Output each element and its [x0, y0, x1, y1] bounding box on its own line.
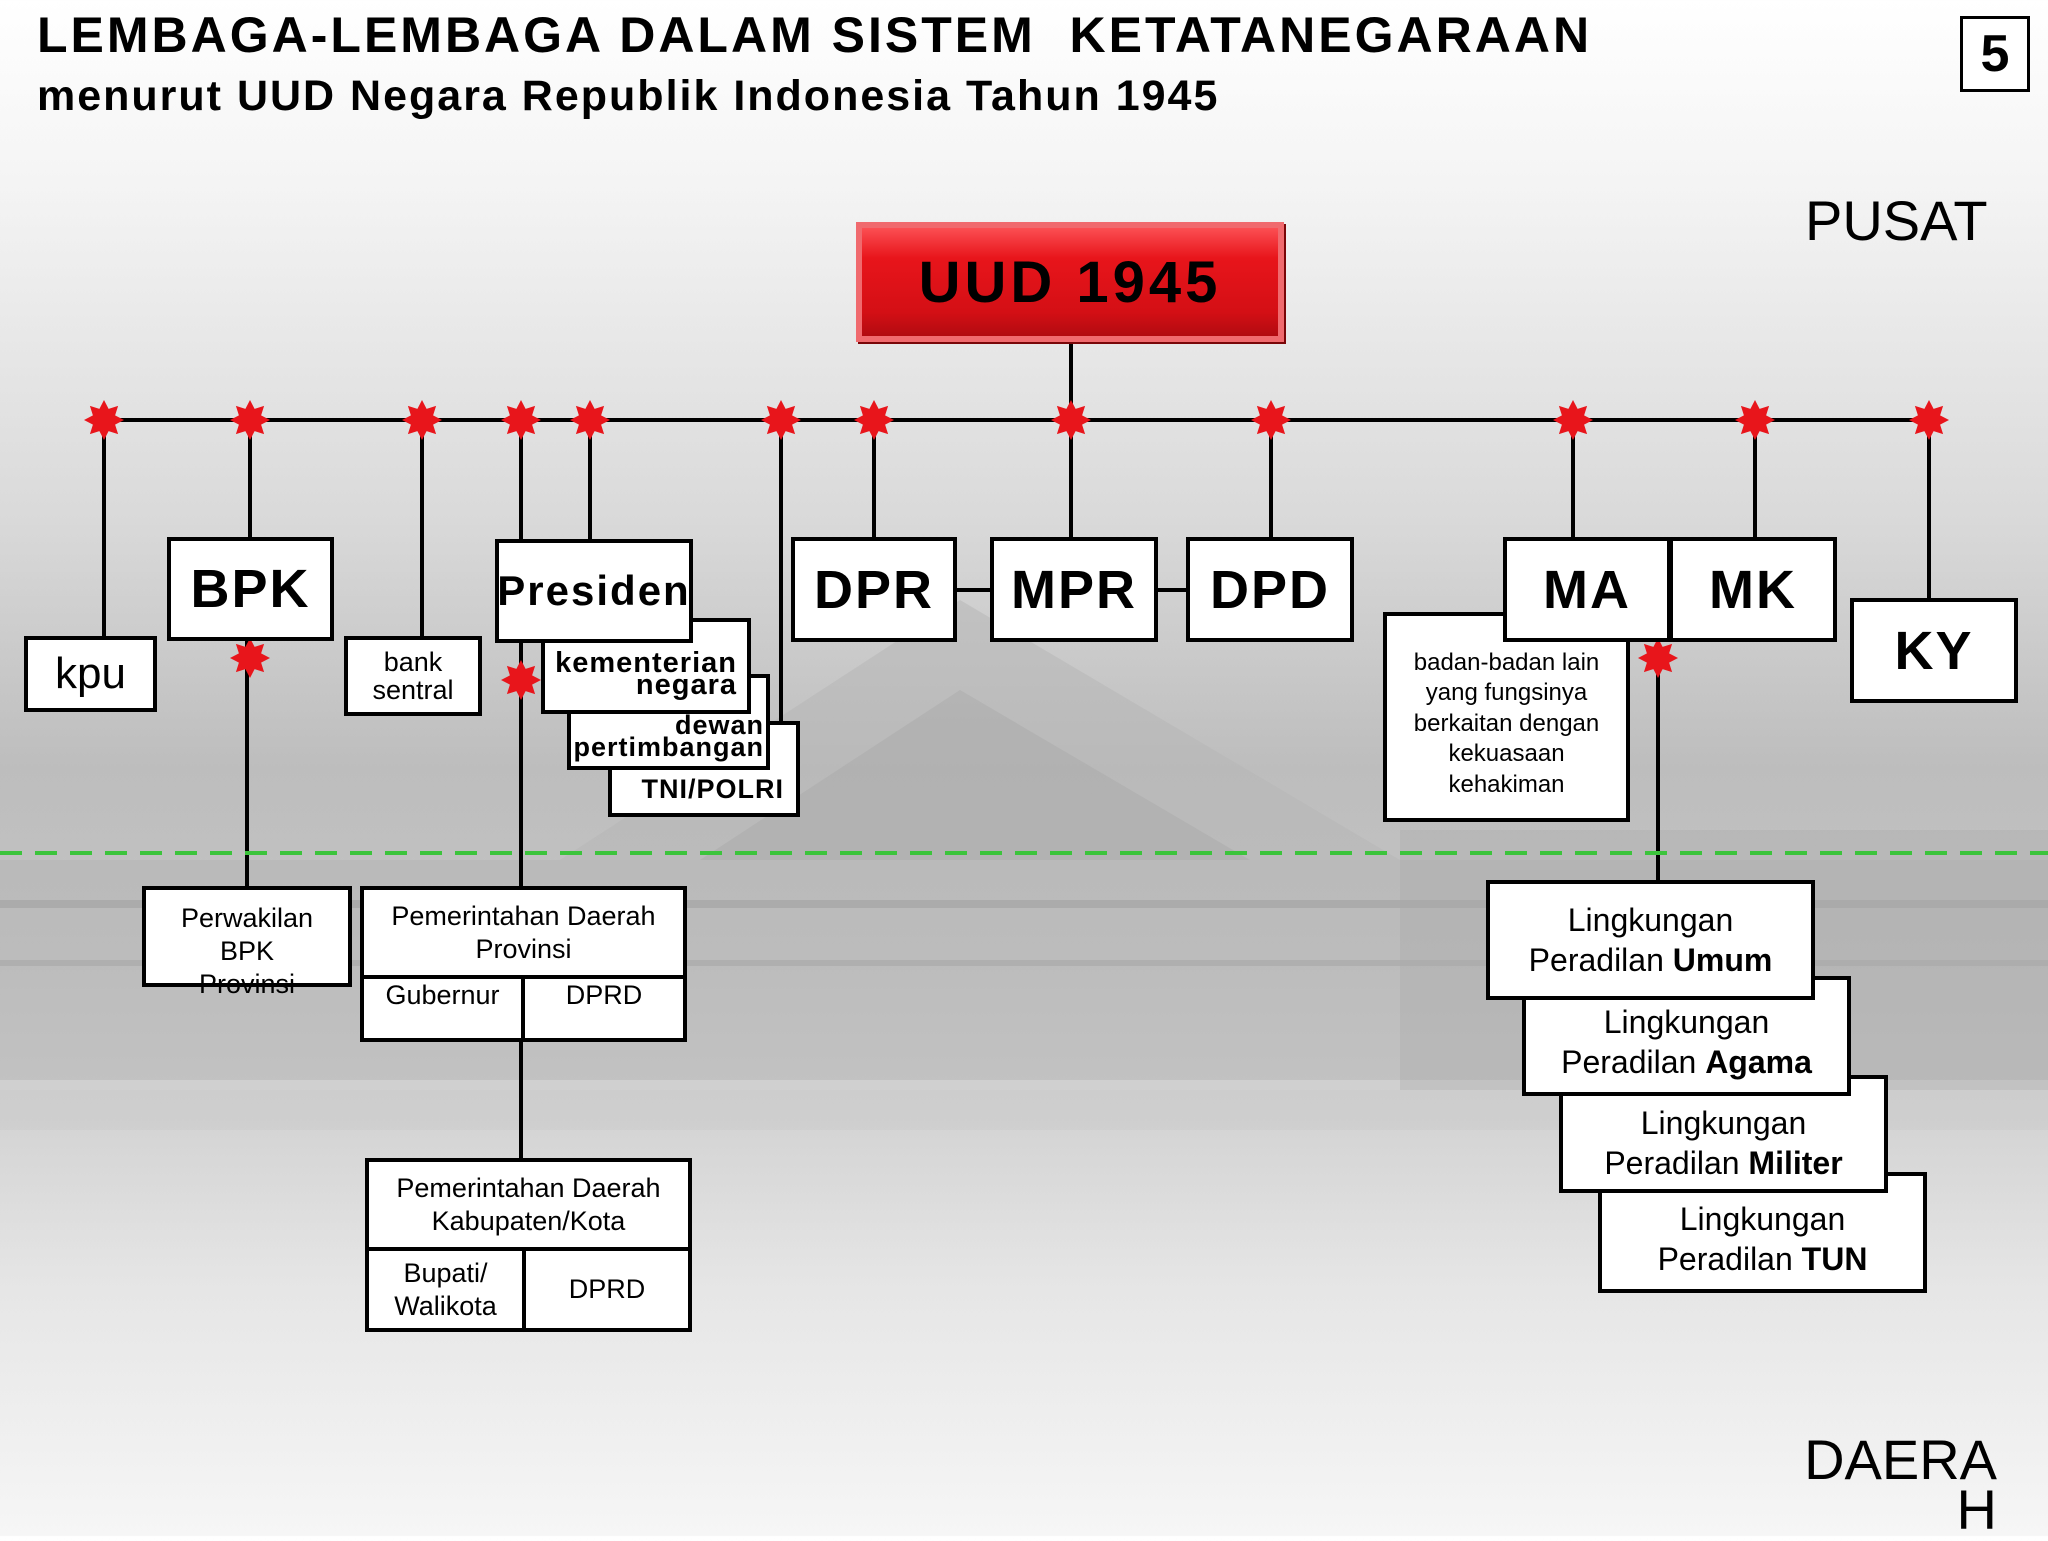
- dprd-provinsi-cell: DPRD: [565, 980, 643, 1010]
- pusat-label: PUSAT: [1805, 189, 1988, 252]
- kabupaten-title-line2: Kabupaten/Kota: [431, 1205, 626, 1236]
- page-title: LEMBAGA-LEMBAGA DALAM SISTEM KETATANEGAR…: [37, 7, 1593, 63]
- bupati-walikota-cell: Bupati/ Walikota: [369, 1251, 526, 1328]
- perwakilan-bpk-line2: BPK: [219, 936, 275, 966]
- badan-lain-line4: kekuasaan: [1448, 740, 1565, 768]
- peradilan-tun-prefix: Peradilan: [1657, 1241, 1802, 1277]
- junction-stars: [84, 400, 1949, 700]
- peradilan-agama-prefix: Peradilan: [1561, 1044, 1706, 1080]
- peradilan-umum-box: Lingkungan Peradilan Umum: [1486, 880, 1815, 1000]
- daerah-label-line2: H: [1956, 1478, 1997, 1541]
- badan-lain-line3: berkaitan dengan: [1413, 709, 1600, 737]
- peradilan-militer-name: Militer: [1748, 1145, 1843, 1181]
- peradilan-umum-line1: Lingkungan: [1567, 902, 1734, 938]
- junction-star-icon: [1638, 638, 1678, 678]
- bpk-box: BPK: [167, 537, 334, 641]
- tni-polri-label: TNI/POLRI: [641, 774, 784, 804]
- junction-star-icon: [84, 400, 124, 440]
- junction-star-icon: [1251, 400, 1291, 440]
- bupati-walikota-line2: Walikota: [394, 1290, 497, 1321]
- junction-star-icon: [854, 400, 894, 440]
- bank-sentral-label-line1: bank: [383, 647, 443, 677]
- junction-star-icon: [1051, 400, 1091, 440]
- peradilan-umum-line2: Peradilan Umum: [1529, 940, 1773, 980]
- page-number: 5: [1960, 16, 2030, 92]
- peradilan-tun-line2: Peradilan TUN: [1658, 1239, 1868, 1279]
- kabupaten-title-line1: Pemerintahan Daerah: [396, 1172, 661, 1203]
- kpu-box: kpu: [24, 636, 157, 712]
- peradilan-agama-line1: Lingkungan: [1603, 1004, 1770, 1040]
- peradilan-militer-line1: Lingkungan: [1640, 1105, 1807, 1141]
- peradilan-militer-prefix: Peradilan: [1604, 1145, 1749, 1181]
- mk-box: MK: [1669, 537, 1837, 642]
- daerah-label-line1: DAERA: [1804, 1428, 1997, 1491]
- peradilan-militer-line2: Peradilan Militer: [1604, 1143, 1842, 1183]
- junction-star-icon: [230, 400, 270, 440]
- dprd-kabupaten-cell: DPRD: [568, 1274, 646, 1304]
- peradilan-umum-name: Umum: [1672, 942, 1773, 978]
- ma-box: MA: [1503, 537, 1671, 642]
- peradilan-agama-name: Agama: [1705, 1044, 1812, 1080]
- dpr-box: DPR: [791, 537, 957, 642]
- perwakilan-bpk-line1: Perwakilan: [180, 903, 314, 933]
- pemerintahan-provinsi-box: Pemerintahan Daerah Provinsi Gubernur DP…: [360, 886, 687, 1042]
- peradilan-tun-name: TUN: [1801, 1241, 1868, 1277]
- pemerintahan-kabupaten-title: Pemerintahan Daerah Kabupaten/Kota: [369, 1162, 688, 1251]
- junction-star-icon: [1553, 400, 1593, 440]
- peradilan-tun-line1: Lingkungan: [1679, 1201, 1846, 1237]
- badan-lain-line2: yang fungsinya: [1425, 679, 1588, 707]
- provinsi-title-line1: Pemerintahan Daerah: [391, 900, 656, 931]
- uud-1945-box: UUD 1945: [856, 222, 1284, 342]
- gubernur-cell: Gubernur: [364, 979, 525, 1038]
- bank-sentral-box: bank sentral: [344, 636, 482, 716]
- bupati-walikota-line1: Bupati/: [403, 1257, 488, 1288]
- provinsi-title-line2: Provinsi: [475, 933, 572, 964]
- badan-lain-line1: badan-badan lain: [1413, 648, 1600, 676]
- kementerian-negara-label-line1: kementerian: [555, 647, 737, 679]
- peradilan-umum-prefix: Peradilan: [1528, 942, 1673, 978]
- dewan-pertimbangan-label-line1: dewan: [674, 710, 764, 740]
- perwakilan-bpk-box: Perwakilan BPK Provinsi: [142, 886, 352, 999]
- junction-star-icon: [501, 400, 541, 440]
- perwakilan-bpk-line3: Provinsi: [198, 969, 296, 999]
- daerah-label: DAERA H: [1800, 1432, 1997, 1538]
- junction-star-icon: [230, 638, 270, 678]
- page-subtitle: menurut UUD Negara Republik Indonesia Ta…: [37, 72, 1220, 120]
- peradilan-agama-line2: Peradilan Agama: [1561, 1042, 1812, 1082]
- mpr-box: MPR: [990, 537, 1158, 642]
- kementerian-negara-label-line2: negara: [635, 669, 737, 701]
- dpd-box: DPD: [1186, 537, 1354, 642]
- pemerintahan-provinsi-title: Pemerintahan Daerah Provinsi: [364, 890, 683, 979]
- junction-star-icon: [570, 400, 610, 440]
- bank-sentral-label-line2: sentral: [372, 675, 454, 705]
- pemerintahan-kabupaten-box: Pemerintahan Daerah Kabupaten/Kota Bupat…: [365, 1158, 692, 1332]
- kementerian-negara-box: kementerian negara: [541, 618, 751, 714]
- junction-star-icon: [501, 660, 541, 700]
- junction-star-icon: [1909, 400, 1949, 440]
- junction-star-icon: [761, 400, 801, 440]
- dewan-pertimbangan-label-line2: pertimbangan: [573, 732, 764, 762]
- ky-box: KY: [1850, 598, 2018, 703]
- junction-star-icon: [402, 400, 442, 440]
- junction-star-icon: [1735, 400, 1775, 440]
- badan-lain-box: badan-badan lain yang fungsinya berkaita…: [1383, 612, 1630, 822]
- badan-lain-line5: kehakiman: [1448, 770, 1565, 798]
- presiden-box: Presiden: [495, 539, 693, 643]
